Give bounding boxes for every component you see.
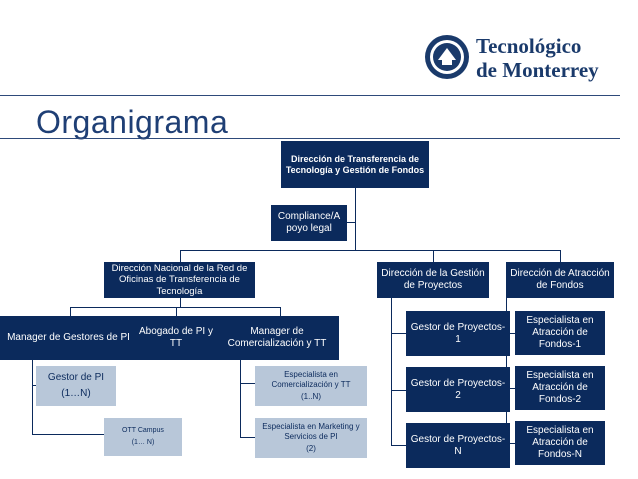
connector [180,250,561,251]
node-gestor-proyectos-1: Gestor de Proyectos-1 [406,311,510,356]
node-label: Gestor de Proyectos-2 [410,377,506,401]
node-direccion-transferencia: Dirección de Transferencia de Tecnología… [281,141,429,188]
node-direccion-nacional-red: Dirección Nacional de la Red de Oficinas… [104,262,255,298]
node-count: (2) [306,444,316,454]
node-label: Manager de Gestores de PI [7,332,130,343]
node-label: Especialista en Atracción de Fondos-2 [526,370,594,405]
node-label: Gestor de Proyectos-N [410,433,506,457]
node-ott-campus: OTT Campus (1… N) [104,418,182,456]
node-label: Dirección de la Gestión de Proyectos [381,268,485,291]
node-label: Especialista en Comercialización y TT [271,370,351,389]
connector [506,443,515,444]
node-label: Manager de Comercialización y TT [227,326,327,349]
node-especialista-comercializacion: Especialista en Comercialización y TT (1… [255,366,367,406]
node-especialista-atraccion-1: Especialista en Atracción de Fondos-1 [515,311,605,355]
node-label: OTT Campus [122,426,164,434]
connector [32,360,33,435]
node-manager-gestores: Manager de Gestores de PI [0,316,137,360]
node-label: Especialista en Atracción de Fondos-N [526,425,594,460]
node-label: Gestor de PI [47,372,105,383]
connector [355,188,356,250]
node-especialista-atraccion-n: Especialista en Atracción de Fondos-N [515,421,605,465]
logo-emblem-icon [425,35,469,79]
node-label: Gestor de Proyectos-1 [410,321,506,345]
connector [391,298,392,446]
node-compliance: Compliance/A poyo legal [271,205,347,241]
node-count: (1…N) [61,388,91,399]
connector [32,385,36,386]
node-manager-comercializacion: Manager de Comercialización y TT [215,316,339,360]
connector [180,250,181,262]
node-label: Compliance/A poyo legal [277,211,341,234]
title-accent-bar [0,96,24,138]
connector [240,383,255,384]
connector [560,250,561,262]
connector [240,437,255,438]
node-direccion-gestion-proyectos: Dirección de la Gestión de Proyectos [377,262,489,298]
node-count: (1… N) [131,439,155,446]
connector [70,307,281,308]
page-title: Organigrama [36,104,229,140]
node-especialista-atraccion-2: Especialista en Atracción de Fondos-2 [515,366,605,410]
connector [347,222,355,223]
node-abogado-pi: Abogado de PI y TT [137,316,215,360]
node-direccion-atraccion-fondos: Dirección de Atracción de Fondos [506,262,614,298]
connector [240,360,241,438]
logo-line1: Tecnológico [476,34,582,58]
logo: Tecnológico de Monterrey [424,30,604,86]
connector [391,390,406,391]
connector [506,333,515,334]
logo-line2: de Monterrey [476,58,599,82]
node-gestor-proyectos-2: Gestor de Proyectos-2 [406,367,510,412]
connector [176,307,177,316]
connector [180,298,181,308]
node-especialista-marketing: Especialista en Marketing y Servicios de… [255,418,367,458]
node-label: Dirección Nacional de la Red de Oficinas… [111,262,248,297]
connector [506,388,515,389]
connector [280,307,281,316]
node-label: Especialista en Atracción de Fondos-1 [526,315,594,350]
node-gestor-pi: Gestor de PI (1…N) [36,366,116,406]
connector [433,250,434,262]
node-gestor-proyectos-n: Gestor de Proyectos-N [406,423,510,468]
connector [391,445,406,446]
node-label: Dirección de Transferencia de Tecnología… [285,153,425,175]
title-rule-bottom [0,138,620,139]
node-count: (1..N) [301,392,321,402]
title-rule-top [0,95,620,96]
node-label: Especialista en Marketing y Servicios de… [262,422,360,441]
connector [391,333,406,334]
connector [70,307,71,316]
node-label: Abogado de PI y TT [139,326,213,349]
connector [32,434,104,435]
node-label: Dirección de Atracción de Fondos [510,268,610,291]
